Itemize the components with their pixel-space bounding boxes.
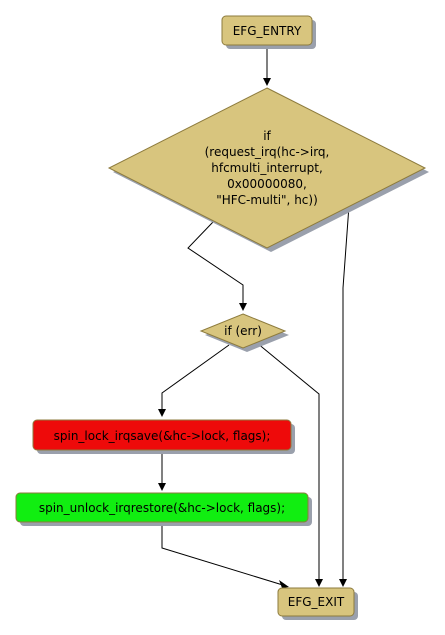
node-if-request-irq-line-3: hfcmulti_interrupt, [211, 161, 323, 175]
node-if-err-diamond [199, 313, 287, 349]
node-entry-box [221, 15, 313, 46]
node-if-request-irq-line-4: 0x00000080, [227, 177, 307, 191]
node-exit-box [277, 587, 355, 617]
node-spin-unlock[interactable]: spin_unlock_irqrestore(&hc->lock, flags)… [15, 492, 312, 526]
arrowhead-if-err-to-spin-lock [158, 409, 166, 417]
node-exit-label: EFG_EXIT [288, 595, 345, 609]
node-if-request-irq-line-1: if [263, 129, 271, 143]
arrowhead-if-request-to-if-err [239, 303, 247, 311]
edge-if-err-to-exit [256, 342, 320, 586]
node-spin-lock-label: spin_lock_irqsave(&hc->lock, flags); [54, 429, 271, 443]
edge-if-request-to-exit [342, 191, 351, 586]
arrowhead-if-err-to-exit [315, 579, 323, 587]
arrowhead-spin-unlock-to-exit [279, 580, 289, 588]
node-spin-lock-box [32, 419, 292, 451]
node-entry-label: EFG_ENTRY [233, 24, 302, 38]
node-if-request-irq-diamond [107, 87, 427, 249]
node-spin-unlock-box [15, 492, 309, 523]
edge-if-err-to-spin-lock [161, 344, 230, 416]
arrowhead-spin-lock-to-spin-unlock [158, 483, 166, 491]
node-if-request-irq[interactable]: if (request_irq(hc->irq, hfcmulti_interr… [107, 87, 429, 252]
node-exit[interactable]: EFG_EXIT [277, 587, 358, 620]
arrowhead-entry-to-if-request [263, 78, 271, 86]
node-if-err[interactable]: if (err) [199, 313, 289, 352]
node-if-err-label: if (err) [224, 324, 262, 338]
node-if-request-irq-line-5: "HFC-multi", hc)) [216, 193, 318, 207]
node-if-request-irq-line-2: (request_irq(hc->irq, [205, 145, 330, 159]
node-spin-unlock-label: spin_unlock_irqrestore(&hc->lock, flags)… [39, 501, 285, 515]
edges [158, 46, 351, 588]
edge-if-request-to-if-err [187, 221, 244, 310]
arrowhead-if-request-to-exit [339, 579, 347, 587]
edge-spin-unlock-to-exit [161, 522, 287, 587]
node-spin-lock[interactable]: spin_lock_irqsave(&hc->lock, flags); [32, 419, 295, 454]
node-entry[interactable]: EFG_ENTRY [221, 15, 316, 49]
